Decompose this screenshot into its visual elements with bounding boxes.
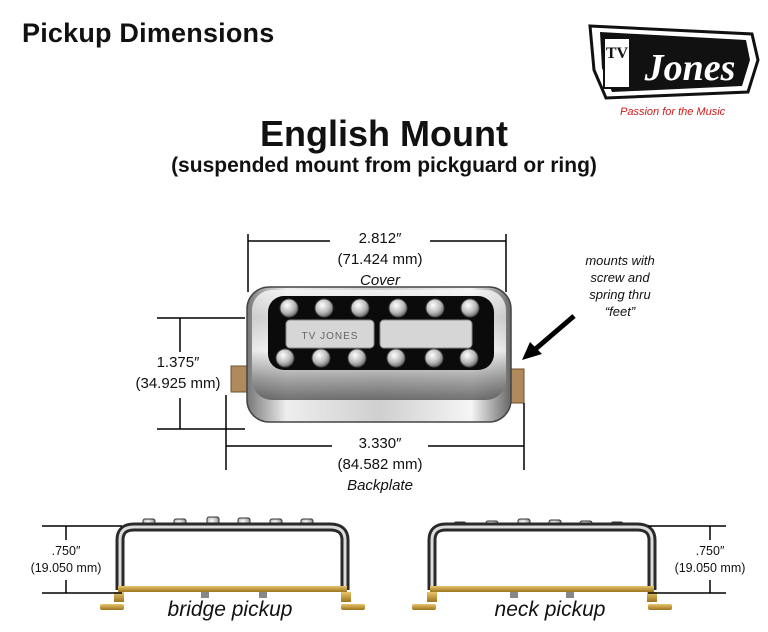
neck-caption: neck pickup [494, 598, 606, 621]
neck-pickup-side [412, 518, 672, 610]
mount-note-line: screw and [590, 270, 650, 285]
tv-jones-logo: TV Jones [588, 24, 760, 100]
pickup-engraving: TV JONES [302, 331, 359, 342]
cover-mm: (71.424 mm) [337, 251, 423, 268]
mount-arrowhead [522, 342, 542, 360]
backplate-dimension: 3.330″ (84.582 mm) Backplate [290, 433, 470, 496]
mount-note-line: “feet” [604, 304, 636, 319]
sub-title: (suspended mount from pickguard or ring) [171, 154, 597, 177]
bridge-caption: bridge pickup [167, 598, 293, 621]
bridge-mm: (19.050 mm) [30, 561, 102, 575]
bridge-dimension: .750″ (19.050 mm) [20, 543, 112, 577]
backplate-mm: (84.582 mm) [337, 456, 423, 473]
pole-pieces-bottom [275, 348, 479, 368]
engraved-plate-right [379, 319, 473, 349]
engraved-plate-left [285, 319, 375, 349]
bridge-inches: .750″ [51, 544, 81, 558]
logo-tagline: Passion for the Music [620, 106, 726, 118]
backplate-inches: 3.330″ [358, 435, 402, 452]
neck-dim-lines [648, 525, 726, 594]
neck-dimension: .750″ (19.050 mm) [664, 543, 756, 577]
cover-inches: 2.812″ [358, 230, 402, 247]
logo-wordmark: Jones [644, 47, 736, 89]
logo-monogram: TV [606, 45, 629, 62]
height-inches: 1.375″ [156, 354, 200, 371]
cover-label: Cover [359, 272, 400, 289]
bridge-dim-lines [42, 525, 122, 594]
page-title: Pickup Dimensions [22, 18, 275, 48]
bridge-pickup-side [100, 516, 365, 610]
cover-dimension: 2.812″ (71.424 mm) Cover [290, 228, 470, 291]
neck-inches: .750″ [695, 544, 725, 558]
pole-pieces-top [279, 298, 480, 318]
neck-mm: (19.050 mm) [674, 561, 746, 575]
mount-note-line: spring thru [589, 287, 651, 302]
height-dimension: 1.375″ (34.925 mm) [118, 352, 238, 394]
main-title: English Mount [260, 113, 508, 154]
mount-note: mounts with screw and spring thru “feet” [560, 252, 680, 320]
dimension-lines [157, 234, 525, 470]
height-mm: (34.925 mm) [135, 375, 221, 392]
backplate-label: Backplate [347, 477, 413, 494]
mount-note-line: mounts with [585, 253, 655, 268]
main-pickup: TV JONES [230, 286, 525, 423]
mount-arrow [530, 314, 576, 354]
